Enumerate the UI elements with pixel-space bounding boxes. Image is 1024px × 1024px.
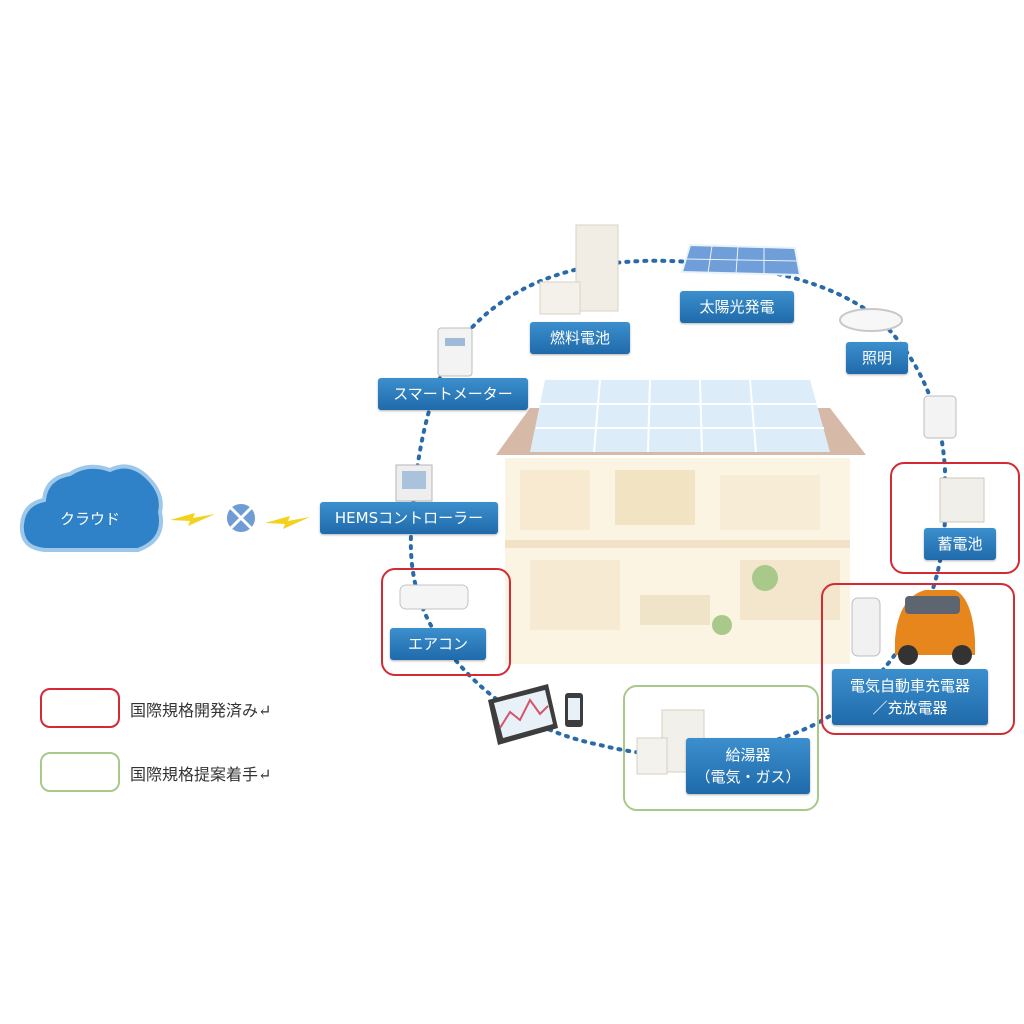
battery-unit-illustration: [939, 477, 985, 523]
tag-water-heater: 給湯器 （電気・ガス）: [686, 738, 810, 794]
frame-developed-battery: [890, 462, 1020, 574]
tag-smart-meter: スマートメーター: [378, 378, 528, 410]
fuel-cell-illustration: [539, 224, 619, 315]
smart-meter-illustration: [437, 327, 473, 377]
legend-label-proposed: 国際規格提案着手↵: [130, 765, 272, 784]
tag-aircon: エアコン: [390, 628, 486, 660]
tag-solar: 太陽光発電: [680, 291, 794, 323]
hems-controller-illustration: [395, 464, 433, 502]
tag-battery: 蓄電池: [924, 528, 996, 560]
legend-box-developed: [40, 688, 120, 728]
legend-label-developed: 国際規格開発済み↵: [130, 701, 272, 720]
tag-ev-charger-line1: 電気自動車充電器: [849, 677, 970, 695]
solar-panel-illustration: [680, 243, 802, 277]
ev-charger-illustration: [851, 590, 975, 665]
house-illustration: [496, 379, 866, 664]
tag-ev-charger-line2: ／充放電器: [872, 699, 948, 717]
lightning-bolt-right: [265, 516, 310, 529]
lightning-bolt-left: [170, 513, 215, 526]
sensor-unit-illustration: [923, 395, 957, 439]
tag-hems: HEMSコントローラー: [320, 502, 498, 534]
tag-lighting: 照明: [846, 342, 908, 374]
aircon-unit-illustration: [399, 584, 469, 610]
frame-developed-ev-charger: [821, 583, 1015, 735]
cloud-shape: [19, 464, 163, 552]
monitor-tablet-illustration: [488, 684, 583, 745]
frame-proposed-water-heater: [623, 685, 819, 811]
tag-water-heater-line1: 給湯器: [725, 746, 771, 764]
legend-box-proposed: [40, 752, 120, 792]
tag-fuel-cell: 燃料電池: [530, 322, 630, 354]
ceiling-light-illustration: [839, 308, 903, 332]
cloud-label: クラウド: [60, 510, 121, 528]
frame-developed-aircon: [381, 568, 511, 676]
tag-water-heater-line2: （電気・ガス）: [695, 768, 801, 786]
tag-ev-charger: 電気自動車充電器 ／充放電器: [832, 669, 988, 725]
cross-circle-icon: [225, 502, 257, 534]
